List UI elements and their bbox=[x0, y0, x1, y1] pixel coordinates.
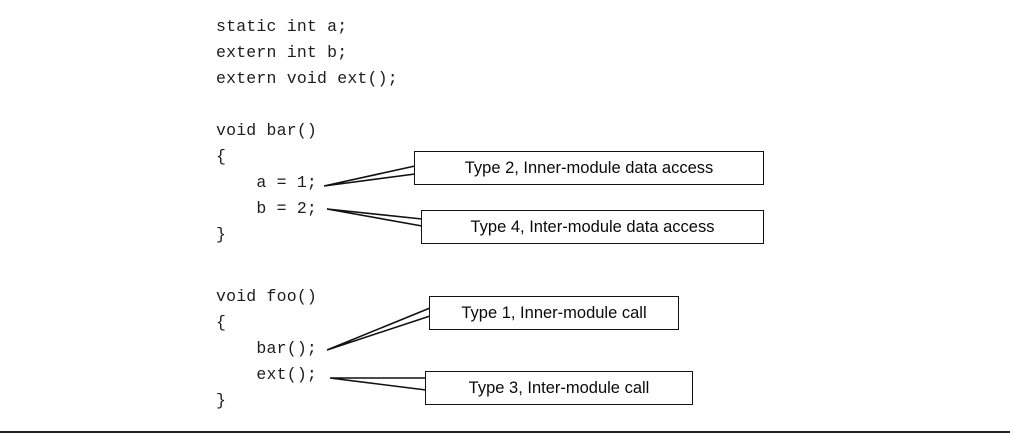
leader-type3 bbox=[329, 377, 427, 391]
leader-type2 bbox=[323, 165, 416, 187]
bottom-rule bbox=[0, 431, 1010, 433]
callout-type2: Type 2, Inner-module data access bbox=[414, 151, 764, 185]
code-line-foo-open: { bbox=[216, 313, 227, 332]
code-line-bar-call: bar(); bbox=[216, 339, 318, 358]
code-line-extern-ext: extern void ext(); bbox=[216, 69, 398, 88]
code-line-extern-b: extern int b; bbox=[216, 43, 348, 62]
code-line-foo-decl: void foo() bbox=[216, 287, 318, 306]
leader-type4 bbox=[326, 208, 423, 227]
leader-type1 bbox=[326, 307, 431, 351]
callout-type3: Type 3, Inter-module call bbox=[425, 371, 693, 405]
callout-type4: Type 4, Inter-module data access bbox=[421, 210, 764, 244]
code-line-b-assign: b = 2; bbox=[216, 199, 318, 218]
callout-type1: Type 1, Inner-module call bbox=[429, 296, 679, 330]
code-line-bar-open: { bbox=[216, 147, 227, 166]
code-line-foo-close: } bbox=[216, 391, 227, 410]
code-line-bar-decl: void bar() bbox=[216, 121, 318, 140]
code-line-a-assign: a = 1; bbox=[216, 173, 318, 192]
code-line-ext-call: ext(); bbox=[216, 365, 318, 384]
code-line-static-a: static int a; bbox=[216, 17, 348, 36]
code-line-bar-close: } bbox=[216, 225, 227, 244]
